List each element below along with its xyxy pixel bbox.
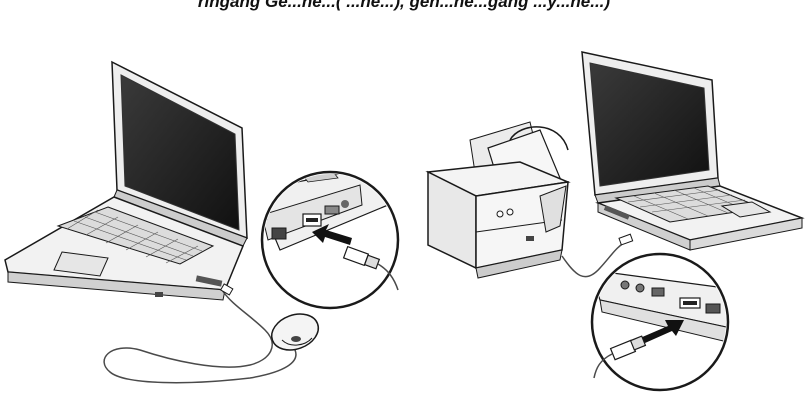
port-closeup-left [255,168,400,308]
mouse-cable [104,290,296,383]
laptop-left [5,62,247,300]
mouse-body [267,308,324,356]
laptop-right [582,52,802,250]
port-closeup-right [590,254,740,390]
